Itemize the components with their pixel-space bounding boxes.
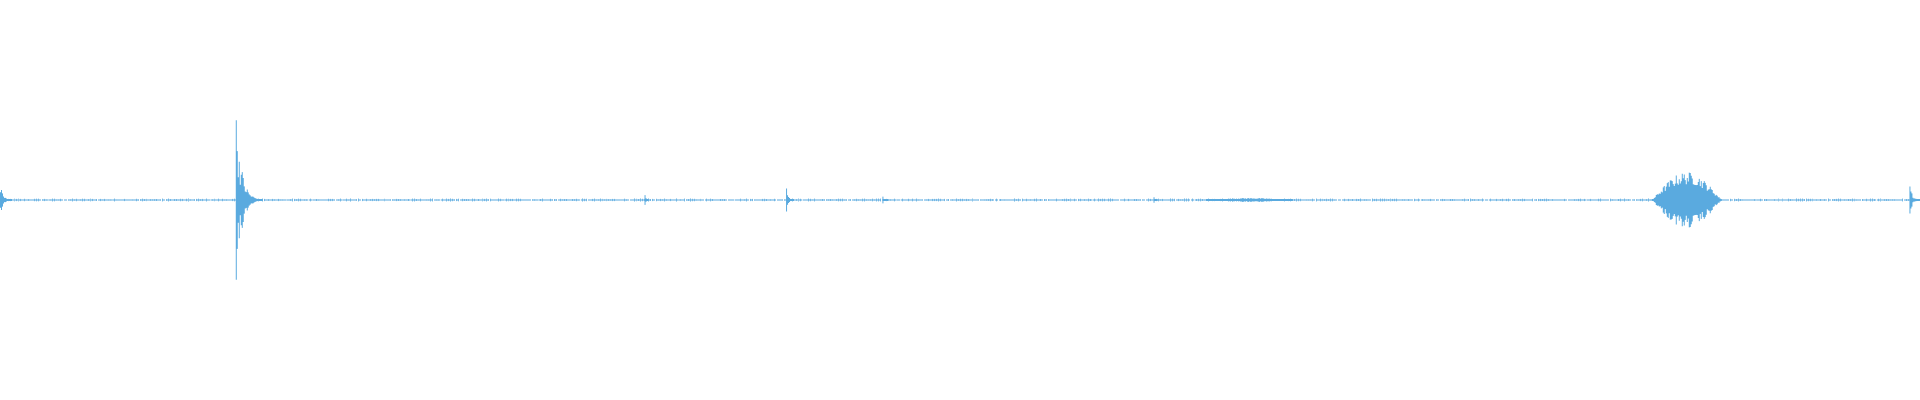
waveform-burst-0 bbox=[0, 190, 12, 210]
waveform-burst-3 bbox=[786, 188, 795, 212]
waveform-burst-7 bbox=[1651, 172, 1722, 228]
waveform-burst-2 bbox=[644, 195, 649, 205]
waveform-burst-4 bbox=[882, 196, 889, 204]
waveform-burst-8 bbox=[1909, 186, 1920, 214]
waveform-burst-5 bbox=[1153, 197, 1158, 203]
waveform-burst-6 bbox=[1205, 198, 1293, 202]
waveform-track bbox=[0, 120, 1920, 280]
waveform-burst-1 bbox=[235, 120, 263, 280]
